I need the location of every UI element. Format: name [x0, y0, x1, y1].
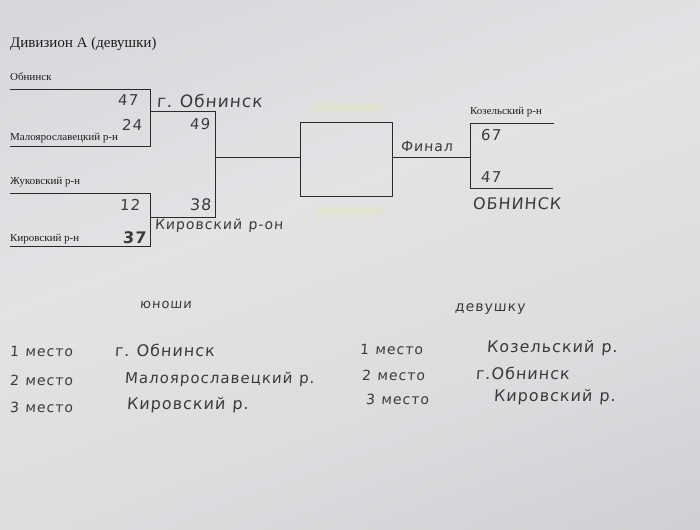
team-label: Обнинск	[10, 71, 52, 83]
page-title: Дивизион А (девушки)	[10, 35, 157, 51]
team-label: Козельский р-н	[470, 105, 542, 117]
team-label: Кировский р-н	[10, 232, 80, 244]
place-team: Кировский р.	[493, 386, 618, 405]
place-team: г.Обнинск	[475, 364, 572, 383]
bracket-line	[150, 89, 151, 147]
bracket-line	[10, 146, 151, 147]
place-label: 3 место	[365, 392, 431, 408]
place-team: Козельский р.	[486, 337, 620, 356]
bracket-line	[215, 111, 216, 218]
winner-label: ОБНИНСК	[472, 194, 563, 213]
bracket-line	[150, 193, 151, 247]
team-label: Жуковский р-н	[10, 175, 81, 187]
bracket-line	[470, 123, 554, 124]
bracket-line	[10, 193, 151, 194]
winner-label: Кировский р-он	[154, 217, 285, 233]
bracket-line	[150, 111, 216, 112]
place-label: 1 место	[359, 342, 425, 358]
place-label: 1 место	[9, 344, 75, 360]
place-label: 3 место	[9, 400, 75, 416]
bracket-line	[10, 89, 151, 90]
place-team: Кировский р.	[126, 394, 251, 413]
correction-mark	[312, 104, 384, 112]
score: 12	[119, 196, 142, 214]
place-team: г. Обнинск	[114, 341, 217, 360]
score: 67	[480, 126, 503, 144]
score: 49	[189, 115, 212, 133]
place-label: 2 место	[9, 373, 75, 389]
winner-label: г. Обнинск	[156, 92, 265, 112]
score: 37	[122, 228, 148, 247]
results-heading: юноши	[139, 297, 194, 312]
bracket-line	[470, 188, 553, 189]
team-label: Малоярославецкий р-н	[10, 131, 118, 143]
bracket-line	[150, 217, 216, 218]
score: 24	[121, 116, 144, 134]
bracket-line	[10, 246, 151, 247]
results-heading: девушку	[454, 299, 527, 315]
score: 47	[480, 168, 503, 186]
bracket-line	[215, 157, 300, 158]
result-box	[300, 122, 393, 197]
place-team: Малоярославецкий р.	[124, 369, 317, 387]
score: 47	[117, 91, 140, 109]
place-label: 2 место	[361, 368, 427, 384]
final-label: Финал	[400, 139, 455, 155]
bracket-line	[392, 157, 470, 158]
score: 38	[189, 195, 214, 214]
bracket-line	[470, 123, 471, 189]
correction-mark	[316, 207, 386, 215]
